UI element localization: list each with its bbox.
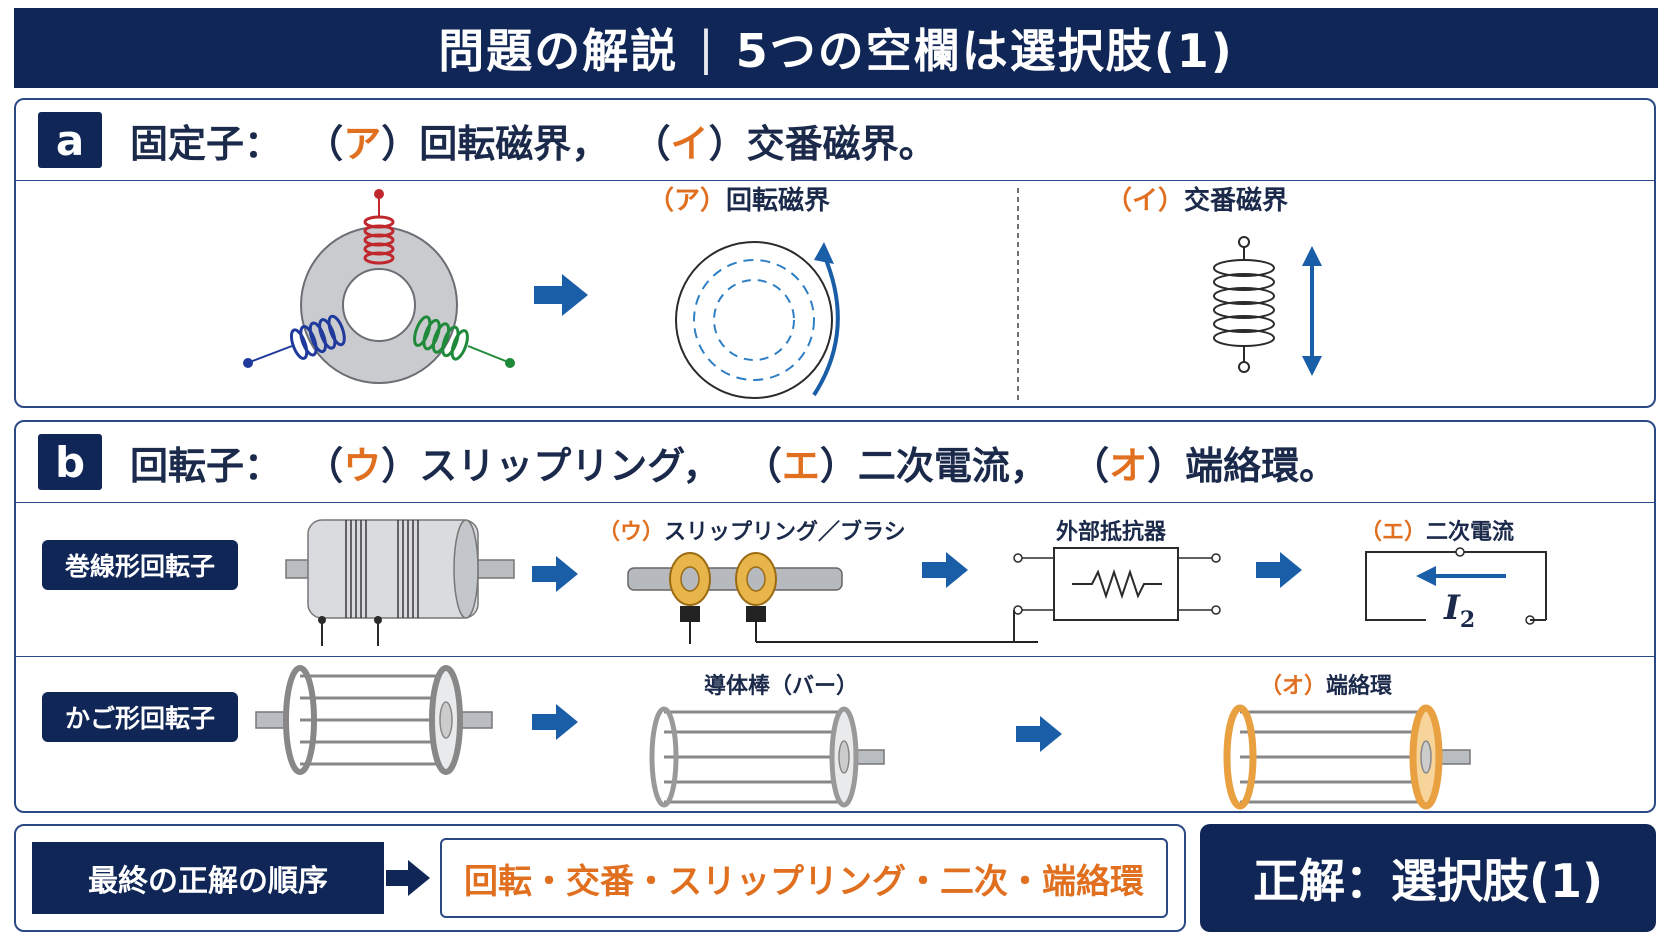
heading-a-prefix: 固定子： (130, 121, 283, 166)
title-separator: | (698, 21, 716, 75)
kana-a: ア (674, 186, 701, 216)
current-subscript: 2 (1459, 606, 1476, 633)
current-symbol: I2 (1444, 588, 1475, 633)
heading-b-paren2: （ (743, 443, 782, 488)
page-title: 問題の解説 | 5つの空欄は選択肢(1) (14, 8, 1658, 88)
rotating-field-figure (675, 241, 840, 399)
paren-open: （ (1360, 520, 1383, 545)
label-external-resistor: 外部抵抗器 (1056, 520, 1167, 545)
heading-a-text2: ）交番磁界。 (708, 121, 937, 166)
alternating-coil-figure (1213, 236, 1322, 376)
paren-open: （ (1260, 674, 1283, 699)
section-b-panel: b 回転子： （ウ）スリップリング， （エ）二次電流， （オ）端絡環。 巻線形回… (14, 420, 1656, 813)
kana-i: イ (1132, 186, 1159, 216)
text-endring: 端絡環 (1326, 674, 1393, 699)
title-left: 問題の解説 (438, 24, 679, 78)
conductor-bars-figure (649, 706, 885, 808)
arrow-icon (532, 556, 578, 592)
heading-b-prefix: 回転子： (130, 443, 283, 488)
heading-b-text1: ）スリップリング， (381, 443, 721, 488)
section-b-header: b 回転子： （ウ）スリップリング， （エ）二次電流， （オ）端絡環。 (16, 422, 1654, 503)
paren-close: ） (1304, 674, 1327, 699)
cage-rotor-label: かご形回転子 (42, 692, 238, 742)
label-secondary-current: （エ）二次電流 (1360, 514, 1514, 546)
paren-close: ） (700, 186, 727, 216)
cage-rotor-figure (255, 665, 493, 775)
heading-a-kana2: イ (670, 121, 709, 166)
arrow-icon (386, 860, 430, 896)
heading-a-text1: ）回転磁界， (381, 121, 610, 166)
kana-u: ウ (620, 520, 643, 545)
section-a-header: a 固定子： （ア）回転磁界， （イ）交番磁界。 (16, 100, 1654, 181)
paren-close: ） (1404, 520, 1427, 545)
label-slipring-brush: （ウ）スリップリング／ブラシ (598, 514, 906, 546)
heading-b-text2: ）二次電流， (819, 443, 1048, 488)
heading-b-kana3: オ (1109, 443, 1148, 488)
text-current: 二次電流 (1426, 520, 1515, 545)
heading-b-paren3: （ (1071, 443, 1110, 488)
label-end-ring: （オ）端絡環 (1260, 668, 1392, 700)
end-ring-figure (1223, 704, 1471, 810)
kana-e: エ (1382, 520, 1405, 545)
row-divider (16, 656, 1654, 657)
answer-box: 正解：選択肢(1) (1200, 824, 1656, 932)
arrow-icon (534, 274, 588, 316)
wound-rotor-figure (285, 519, 515, 646)
arrow-icon (1256, 552, 1302, 588)
label-conductor-bars: 導体棒（バー） (704, 674, 859, 699)
heading-b-kana2: エ (781, 443, 820, 488)
final-order-label: 最終の正解の順序 (32, 842, 384, 914)
section-a-heading: 固定子： （ア）回転磁界， （イ）交番磁界。 (130, 113, 937, 168)
section-b-badge: b (38, 434, 102, 490)
current-symbol-letter: I (1444, 588, 1460, 628)
section-a-badge: a (38, 112, 102, 168)
slipring-figure (627, 552, 1038, 644)
arrow-icon (922, 552, 968, 588)
resistor-figure (1013, 547, 1221, 642)
paren-open: （ (1106, 186, 1133, 216)
final-order-sequence: 回転・交番・スリップリング・二次・端絡環 (440, 838, 1168, 918)
arrow-icon (1016, 716, 1062, 752)
heading-b-paren1: （ (305, 443, 344, 488)
section-a-panel: a 固定子： （ア）回転磁界， （イ）交番磁界。 (14, 98, 1656, 408)
heading-a-paren2: （ (632, 121, 671, 166)
paren-close: ） (1158, 186, 1185, 216)
text-rotating: 回転磁界 (726, 186, 831, 216)
text-alternating: 交番磁界 (1184, 186, 1289, 216)
final-order-panel: 最終の正解の順序 回転・交番・スリップリング・二次・端絡環 (14, 824, 1186, 932)
heading-b-kana1: ウ (343, 443, 382, 488)
section-b-heading: 回転子： （ウ）スリップリング， （エ）二次電流， （オ）端絡環。 (130, 435, 1337, 490)
label-rotating-field: （ア）回転磁界 (648, 180, 830, 217)
heading-a-kana1: ア (343, 121, 382, 166)
paren-open: （ (598, 520, 621, 545)
paren-close: ） (642, 520, 665, 545)
stator-ring-figure (243, 189, 515, 384)
secondary-current-circuit (1365, 547, 1547, 625)
divider-line (1017, 188, 1019, 400)
wound-rotor-label: 巻線形回転子 (42, 540, 238, 590)
paren-open: （ (648, 186, 675, 216)
text-slipring: スリップリング／ブラシ (664, 520, 906, 545)
arrow-icon (532, 704, 578, 740)
heading-a-paren1: （ (305, 121, 344, 166)
label-alternating-field: （イ）交番磁界 (1106, 180, 1288, 217)
kana-o: オ (1282, 674, 1305, 699)
heading-b-text3: ）端絡環。 (1147, 443, 1338, 488)
title-right: 5つの空欄は選択肢(1) (735, 24, 1234, 78)
